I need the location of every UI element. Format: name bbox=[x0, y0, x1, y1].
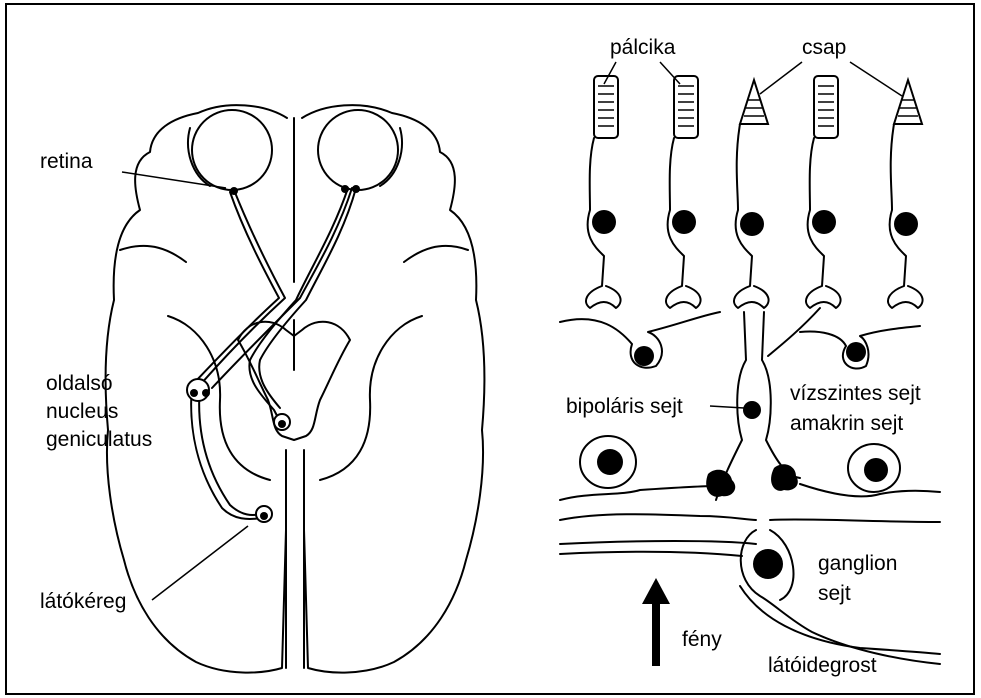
label-optic-fiber: látóidegrost bbox=[768, 654, 877, 677]
label-cone: csap bbox=[802, 36, 846, 59]
label-horizontal: vízszintes sejt bbox=[790, 382, 921, 405]
lgn-synapse-2 bbox=[202, 389, 210, 397]
crossing-fiber bbox=[212, 188, 352, 388]
label-retina: retina bbox=[40, 150, 93, 173]
horizontal-nucleus bbox=[634, 346, 654, 366]
cone-cell-1 bbox=[734, 80, 769, 308]
cortex-synapse bbox=[260, 512, 268, 520]
synapse-blob-1 bbox=[706, 470, 735, 497]
amacrine-nucleus-left bbox=[597, 449, 623, 475]
label-rod: pálcika bbox=[610, 36, 676, 59]
cone-cell-2 bbox=[888, 80, 923, 308]
right-optic-nerve-a bbox=[249, 188, 348, 424]
ganglion-layer-top bbox=[560, 541, 756, 544]
left-temporal bbox=[168, 316, 270, 480]
retina-cell-diagram bbox=[560, 62, 940, 666]
light-arrow-shaft bbox=[652, 604, 660, 666]
ganglion-nucleus bbox=[753, 549, 783, 579]
right-optic-nerve-b bbox=[259, 188, 356, 408]
rod-cell-1 bbox=[586, 76, 621, 308]
label-lgn-3: geniculatus bbox=[46, 428, 152, 451]
ganglion-layer-bottom bbox=[560, 552, 742, 556]
label-lgn-2: nucleus bbox=[46, 400, 118, 423]
rod-cell-2 bbox=[666, 76, 701, 308]
retina-synapse-left bbox=[230, 187, 238, 195]
left-optic-nerve-b bbox=[191, 192, 279, 519]
synapse-blob-2 bbox=[771, 464, 798, 491]
right-eye bbox=[318, 110, 398, 190]
left-eye bbox=[192, 110, 272, 190]
label-bipolar: bipoláris sejt bbox=[566, 395, 683, 418]
right-gyrus bbox=[404, 246, 468, 262]
cone-leader-1 bbox=[760, 62, 802, 94]
amacrine-nucleus-right bbox=[864, 458, 888, 482]
cone-leader-2 bbox=[850, 62, 902, 96]
rod-leader-2 bbox=[660, 62, 680, 84]
bipolar-leader bbox=[710, 406, 744, 408]
light-arrow-head bbox=[642, 578, 670, 604]
rod-cell-3 bbox=[806, 76, 841, 308]
horizontal-nucleus-2 bbox=[846, 342, 866, 362]
label-ganglion-2: sejt bbox=[818, 582, 851, 605]
right-temporal bbox=[320, 316, 422, 480]
lgn-synapse-1 bbox=[190, 389, 198, 397]
cortex-leader bbox=[152, 526, 248, 600]
bipolar-nucleus bbox=[743, 401, 761, 419]
label-amacrine: amakrin sejt bbox=[790, 412, 903, 435]
label-cortex: látókéreg bbox=[40, 590, 126, 613]
occipital-fissure bbox=[286, 450, 304, 668]
retina-synapse-right-2 bbox=[352, 185, 360, 193]
retina-synapse-right-1 bbox=[341, 185, 349, 193]
label-light: fény bbox=[682, 628, 722, 651]
label-ganglion-1: ganglion bbox=[818, 552, 897, 575]
left-gyrus bbox=[120, 246, 186, 262]
right-hemisphere bbox=[302, 105, 484, 672]
colliculus-synapse bbox=[278, 420, 286, 428]
plexiform-layer-lower bbox=[560, 514, 940, 522]
label-lgn-1: oldalsó bbox=[46, 372, 113, 395]
brain-illustration bbox=[106, 105, 485, 672]
